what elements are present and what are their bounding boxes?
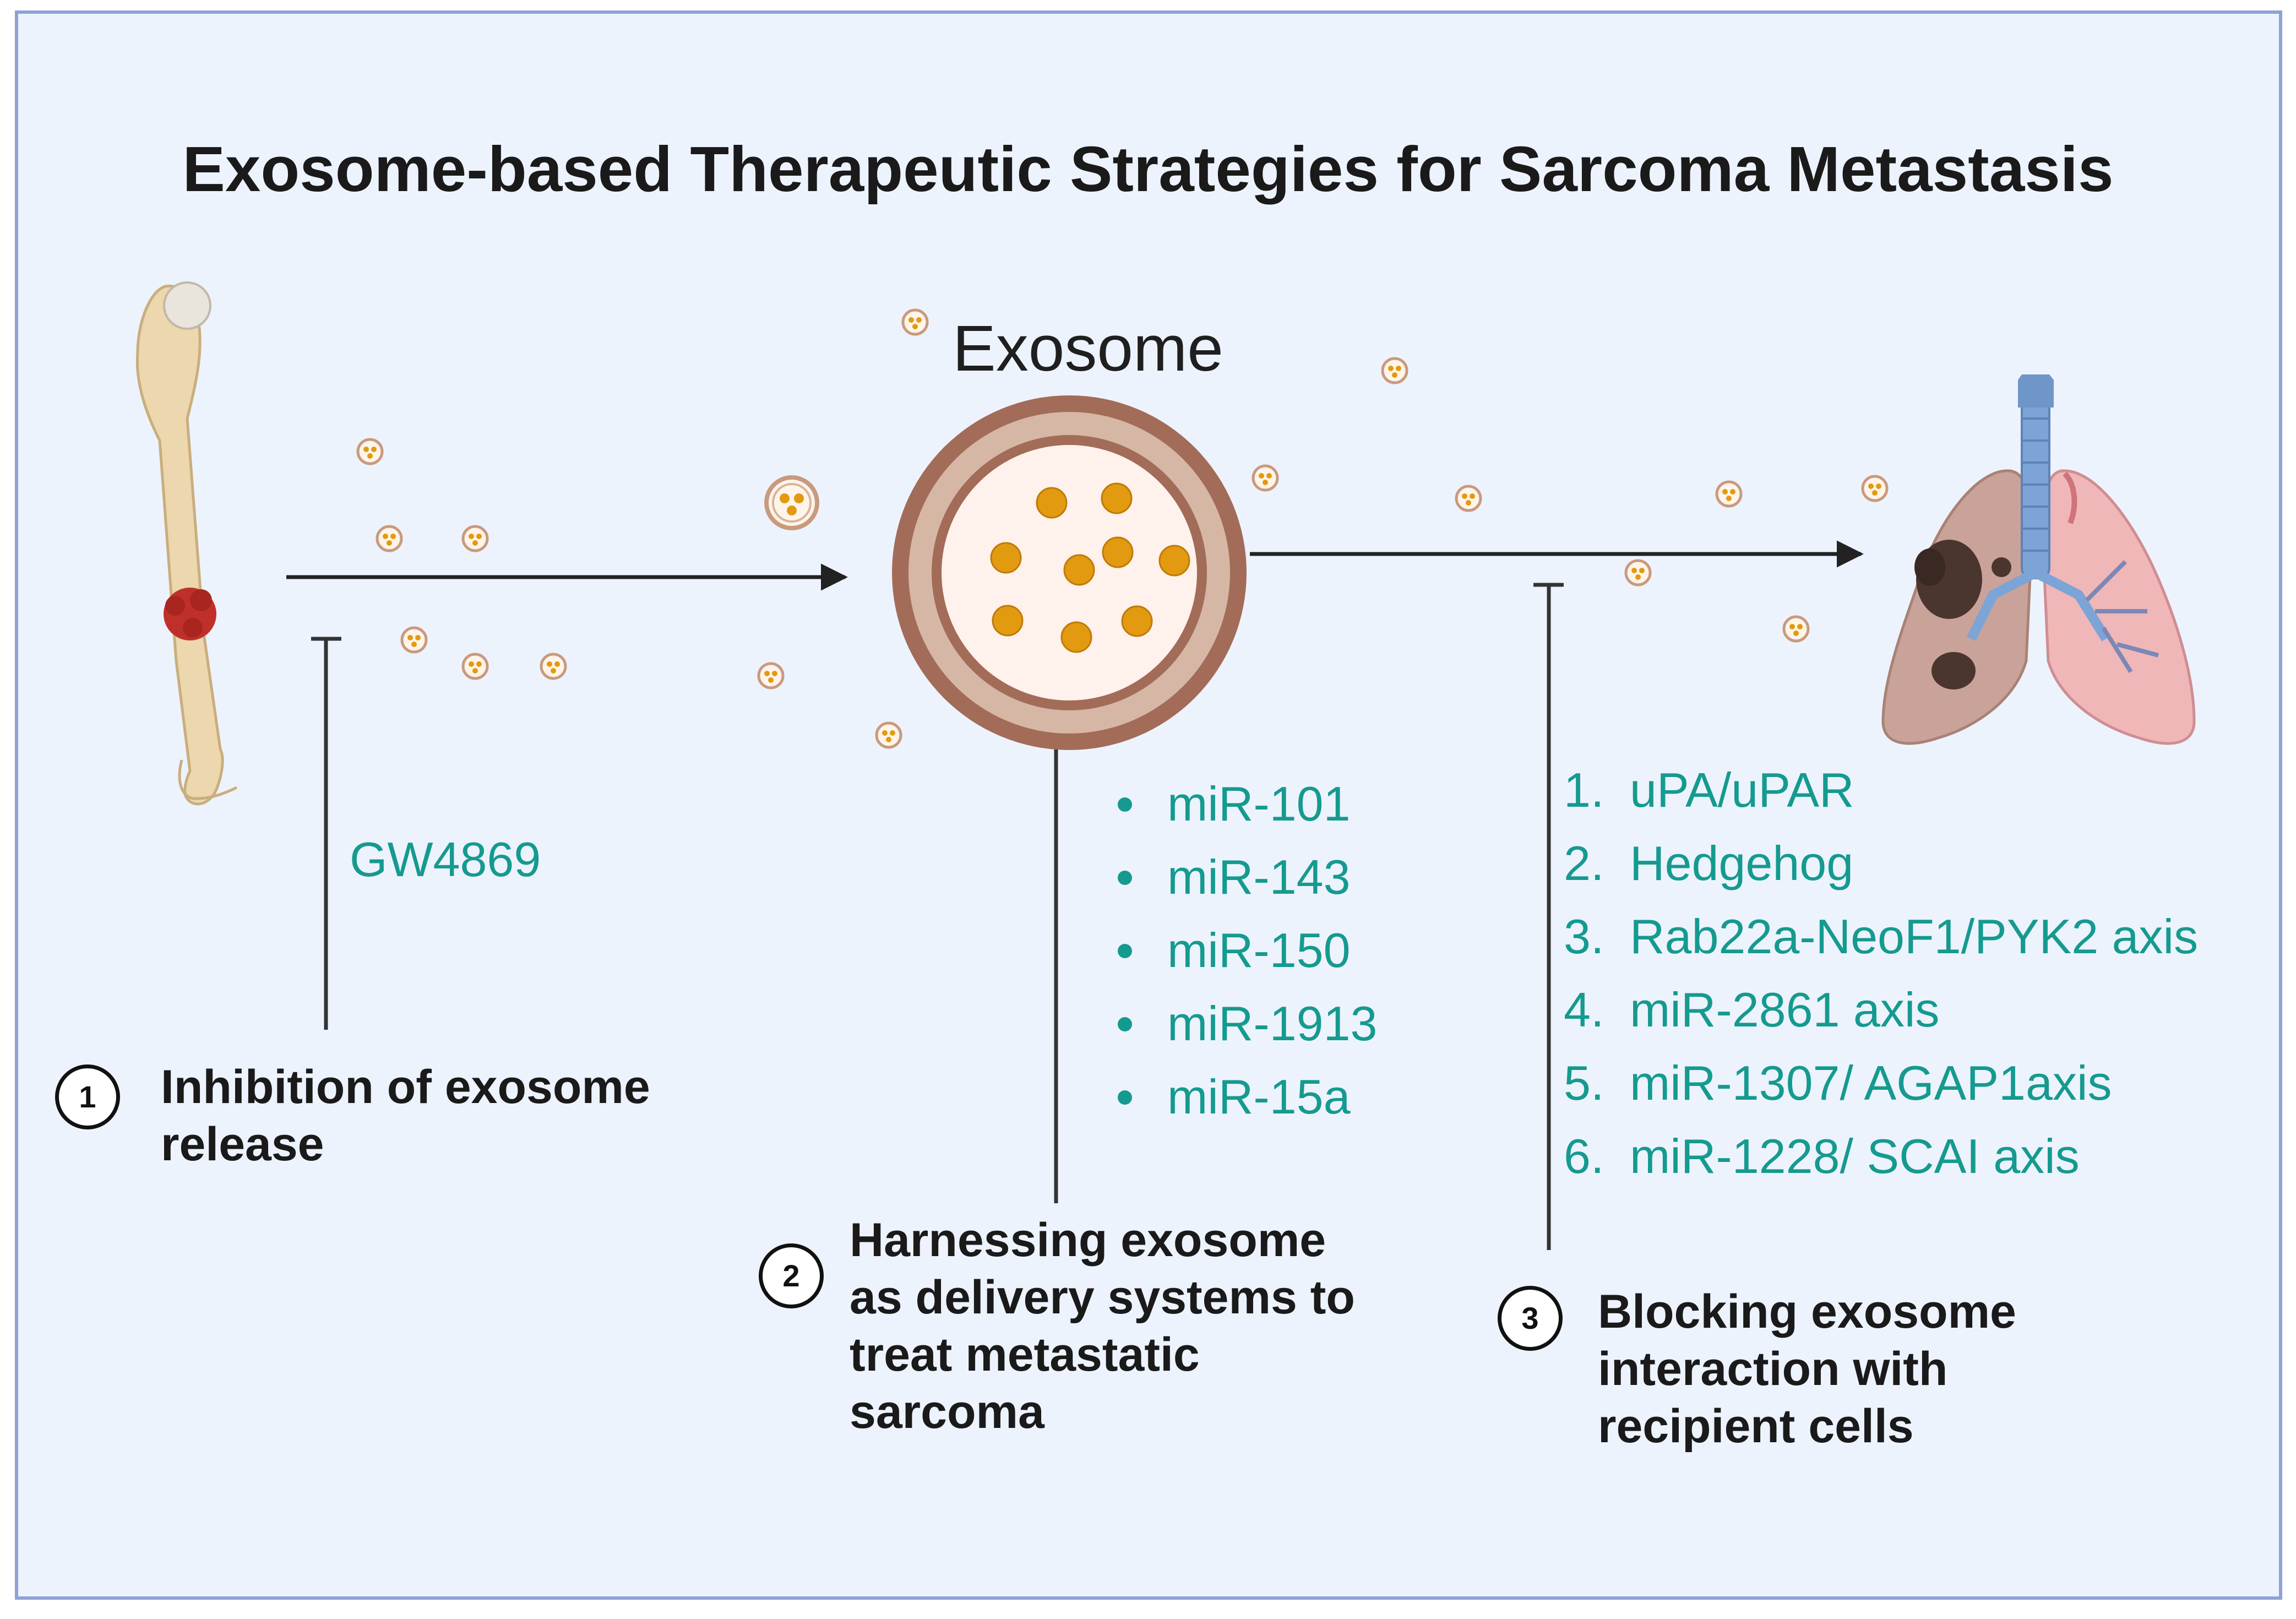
list-item: miR-1913 [1112,996,1377,1069]
cargo-mirna-list: miR-101 miR-143 miR-150 miR-1913 miR-15a [1112,776,1377,1143]
bullet-icon [1118,871,1132,885]
inhibition-bar-icon [1533,583,1564,1250]
page-title: Exosome-based Therapeutic Strategies for… [182,133,2114,205]
bullet-icon [1118,944,1132,958]
strategy-label: Harnessing exosome as delivery systems t… [850,1214,1355,1438]
list-item: miR-143 [1112,850,1377,923]
list-item: 6.miR-1228/ SCAI axis [1564,1129,2080,1183]
lungs-icon [1881,374,2196,745]
bullet-icon [1118,797,1132,812]
exosome-label: Exosome [953,312,1223,385]
list-item: miR-150 [1112,923,1377,996]
blocking-target-list: 1.uPA/uPAR 2.Hedgehog 3.Rab22a-NeoF1/PYK… [1564,763,2198,1202]
strategy-number-badge: 2 [759,1243,824,1308]
strategy-label: Blocking exosome interaction with recipi… [1598,1285,2016,1453]
bullet-icon [1118,1017,1132,1031]
list-item: 3.Rab22a-NeoF1/PYK2 axis [1564,909,2199,964]
exosome-icon [892,395,1247,750]
list-item: 2.Hedgehog [1564,836,1854,890]
list-item: 1.uPA/uPAR [1564,763,1854,817]
list-item: 5.miR-1307/ AGAP1axis [1564,1056,2112,1110]
strategy-number-badge: 1 [55,1064,120,1129]
strategy-number-badge: 3 [1498,1286,1563,1351]
bullet-icon [1118,1090,1132,1105]
bone-icon [135,281,238,806]
vesicle-icon [764,475,819,530]
inhibitor-label: GW4869 [350,832,541,887]
list-item: 4.miR-2861 axis [1564,982,1940,1037]
list-item: miR-15a [1112,1069,1377,1143]
strategy-label: Inhibition of exosome release [161,1061,650,1171]
inhibition-bar-icon [311,637,341,1030]
panel-background [15,10,2282,1600]
list-item: miR-101 [1112,776,1377,850]
